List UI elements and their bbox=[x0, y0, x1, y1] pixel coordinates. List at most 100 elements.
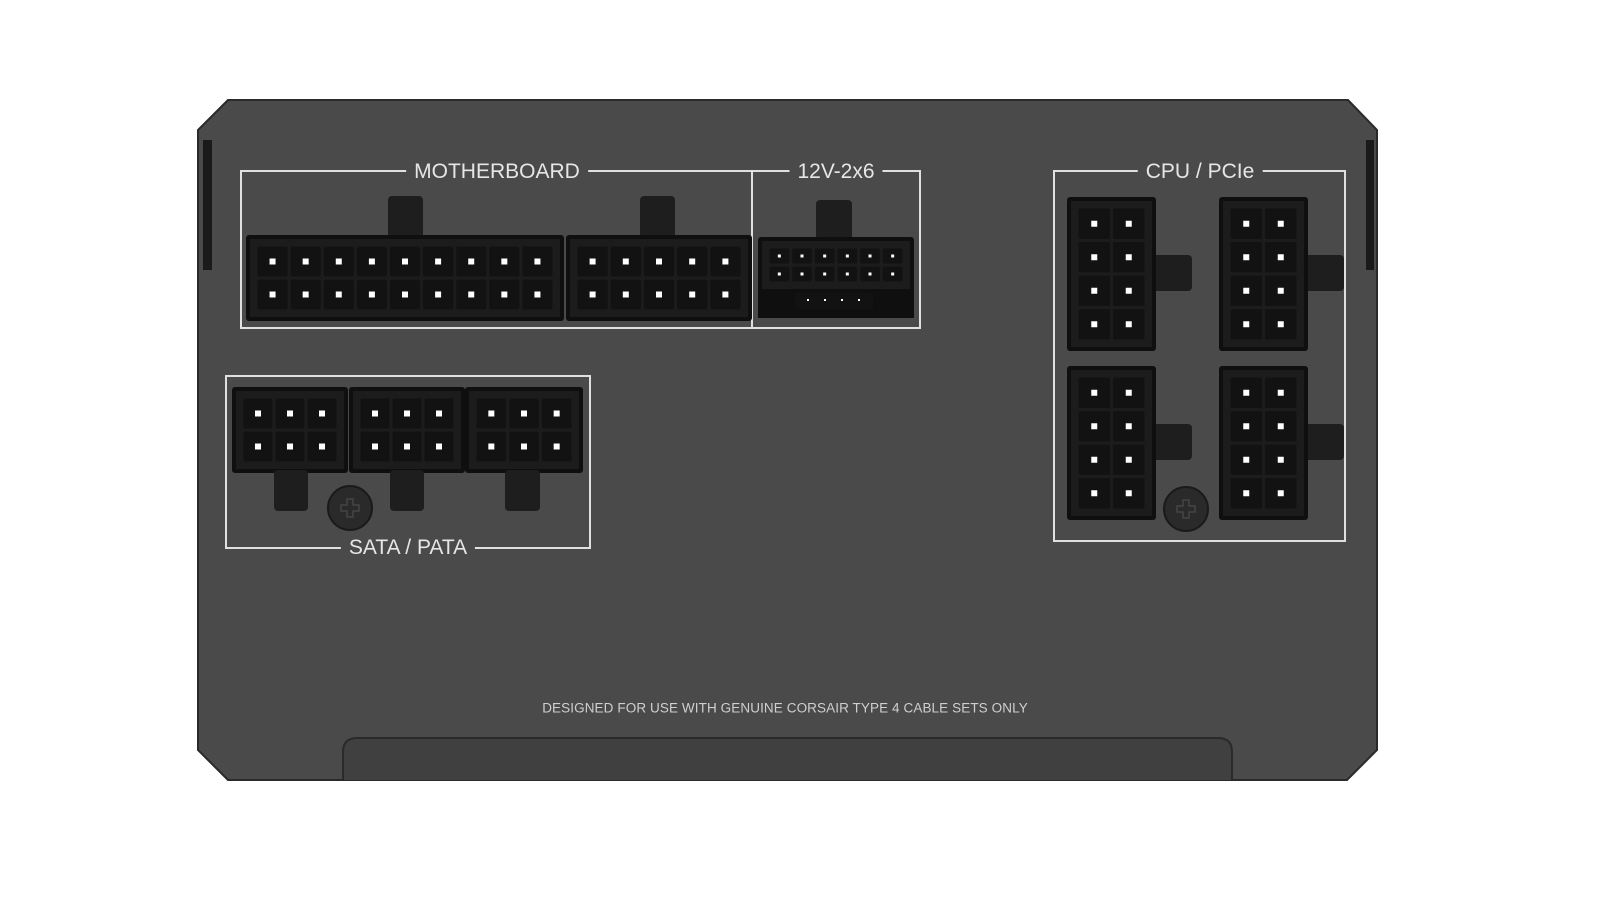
cable-compatibility-notice: DESIGNED FOR USE WITH GENUINE CORSAIR TY… bbox=[542, 700, 1028, 716]
pin bbox=[1091, 287, 1098, 294]
pin bbox=[435, 258, 442, 265]
pin bbox=[777, 272, 781, 276]
12v-2x6-connector bbox=[758, 237, 914, 318]
screw-cross-icon bbox=[340, 498, 360, 518]
pin bbox=[534, 291, 541, 298]
pin bbox=[689, 258, 696, 265]
cpu-pcie-group-label: CPU / PCIe bbox=[1137, 160, 1263, 184]
pin bbox=[1125, 321, 1132, 328]
pin bbox=[1243, 220, 1250, 227]
pin bbox=[488, 410, 495, 417]
pin bbox=[1091, 389, 1098, 396]
latch-tab bbox=[1147, 424, 1192, 460]
latch-tab bbox=[388, 196, 423, 238]
latch-tab bbox=[274, 470, 308, 511]
pin bbox=[553, 443, 560, 450]
pin bbox=[404, 443, 410, 450]
pin bbox=[372, 443, 378, 450]
bottom-recess bbox=[342, 737, 1233, 780]
pin bbox=[1125, 423, 1132, 430]
pin bbox=[1277, 321, 1284, 328]
latch-tab bbox=[1299, 255, 1344, 291]
pin bbox=[521, 410, 527, 417]
pin bbox=[1125, 490, 1132, 497]
pin bbox=[402, 258, 408, 265]
pin bbox=[302, 258, 309, 265]
12v-2x6-group-label: 12V-2x6 bbox=[789, 160, 883, 184]
screw bbox=[327, 485, 373, 531]
pin bbox=[1125, 254, 1132, 261]
latch-tab bbox=[1147, 255, 1192, 291]
screw-cross-icon bbox=[1176, 499, 1196, 519]
pin bbox=[1091, 220, 1098, 227]
pin bbox=[468, 291, 475, 298]
pin bbox=[368, 291, 375, 298]
pin bbox=[1091, 456, 1098, 463]
pin bbox=[436, 443, 442, 450]
sense-pin bbox=[858, 299, 860, 301]
pin bbox=[404, 410, 410, 417]
pin bbox=[553, 410, 560, 417]
motherboard-group-label: MOTHERBOARD bbox=[406, 160, 588, 184]
pin bbox=[722, 258, 729, 265]
pin bbox=[868, 254, 872, 258]
pin bbox=[368, 258, 375, 265]
pin bbox=[287, 410, 293, 417]
pin bbox=[589, 291, 596, 298]
pin bbox=[1125, 287, 1132, 294]
pin bbox=[319, 410, 325, 417]
latch-tab bbox=[816, 200, 852, 240]
pin bbox=[302, 291, 309, 298]
pin bbox=[1277, 389, 1284, 396]
pin bbox=[402, 291, 408, 298]
pin bbox=[1243, 254, 1250, 261]
sense-pin bbox=[841, 299, 843, 301]
pin bbox=[269, 291, 276, 298]
latch-tab bbox=[640, 196, 675, 238]
pin bbox=[845, 272, 849, 276]
pin bbox=[372, 410, 378, 417]
pin bbox=[501, 291, 508, 298]
pin bbox=[468, 258, 475, 265]
pin bbox=[269, 258, 276, 265]
pin bbox=[823, 272, 827, 276]
pin bbox=[435, 291, 442, 298]
pin bbox=[521, 443, 527, 450]
sata-pata-connector bbox=[349, 387, 465, 473]
pin bbox=[335, 258, 342, 265]
pin bbox=[622, 258, 629, 265]
pin bbox=[656, 258, 662, 265]
pin bbox=[800, 272, 804, 276]
screw bbox=[1163, 486, 1209, 532]
cpu-pcie-connector bbox=[1219, 366, 1308, 520]
pin bbox=[1091, 423, 1098, 430]
pin bbox=[1243, 423, 1250, 430]
pin bbox=[1125, 220, 1132, 227]
pin bbox=[488, 443, 495, 450]
pin bbox=[501, 258, 508, 265]
pin bbox=[1277, 220, 1284, 227]
sata-pata-group-label: SATA / PATA bbox=[340, 536, 476, 560]
pin bbox=[777, 254, 781, 258]
pin bbox=[534, 258, 541, 265]
pin bbox=[1277, 423, 1284, 430]
pin bbox=[1277, 287, 1284, 294]
pin bbox=[689, 291, 696, 298]
pin bbox=[722, 291, 729, 298]
pin bbox=[1277, 456, 1284, 463]
latch-tab bbox=[1299, 424, 1344, 460]
pin bbox=[868, 272, 872, 276]
pin bbox=[800, 254, 804, 258]
pin bbox=[335, 291, 342, 298]
motherboard-24pin-main bbox=[246, 235, 564, 321]
pin bbox=[1091, 254, 1098, 261]
pin bbox=[891, 254, 895, 258]
pin bbox=[255, 410, 261, 417]
sense-pin bbox=[824, 299, 826, 301]
cpu-pcie-connector bbox=[1219, 197, 1308, 351]
pin bbox=[1091, 321, 1098, 328]
connector-face bbox=[762, 241, 910, 289]
pin bbox=[436, 410, 442, 417]
sense-pin bbox=[807, 299, 809, 301]
pin bbox=[656, 291, 662, 298]
